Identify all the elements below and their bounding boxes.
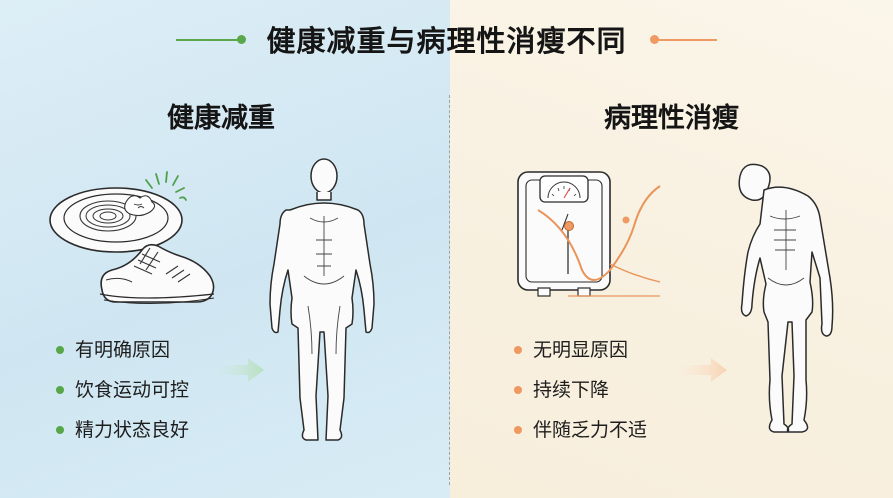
weighing-scale-icon xyxy=(517,171,611,297)
weight-trend-curve-icon xyxy=(537,185,661,297)
list-item: 精力状态良好 xyxy=(56,417,189,457)
freshness-sparkle-icon xyxy=(145,171,187,201)
list-item: 持续下降 xyxy=(514,377,647,417)
list-item: 有明确原因 xyxy=(56,337,189,377)
salad-plate-icon xyxy=(49,187,183,253)
thin-body-figure xyxy=(738,163,834,433)
point-text: 有明确原因 xyxy=(75,339,171,361)
bullet-dot xyxy=(56,426,64,434)
healthy-points-list: 有明确原因 饮食运动可控 精力状态良好 xyxy=(56,337,189,457)
point-text: 持续下降 xyxy=(533,379,610,401)
bullet-dot xyxy=(56,386,64,394)
list-item: 无明显原因 xyxy=(514,337,647,377)
point-text: 无明显原因 xyxy=(533,339,629,361)
point-text: 精力状态良好 xyxy=(75,419,190,441)
pathological-points-list: 无明显原因 持续下降 伴随乏力不适 xyxy=(514,337,647,457)
bullet-dot xyxy=(514,386,522,394)
title-deco-dot-left xyxy=(237,35,246,44)
bullet-dot xyxy=(514,346,522,354)
healthy-panel-background xyxy=(0,0,450,498)
title-deco-dot-right xyxy=(650,35,659,44)
pathological-arrow-icon xyxy=(677,358,727,382)
title-deco-line-right xyxy=(655,39,717,41)
bullet-dot xyxy=(56,346,64,354)
point-text: 伴随乏力不适 xyxy=(533,419,648,441)
title-deco-line-left xyxy=(176,39,238,41)
healthy-body-figure xyxy=(269,158,375,441)
running-shoe-icon xyxy=(99,243,215,305)
panel-divider xyxy=(449,95,450,485)
healthy-heading: 健康减重 xyxy=(167,103,275,134)
list-item: 饮食运动可控 xyxy=(56,377,189,417)
list-item: 伴随乏力不适 xyxy=(514,417,647,457)
page-title: 健康减重与病理性消瘦不同 xyxy=(266,24,627,58)
healthy-arrow-icon xyxy=(214,358,264,382)
point-text: 饮食运动可控 xyxy=(75,379,190,401)
pathological-heading: 病理性消瘦 xyxy=(604,103,739,134)
bullet-dot xyxy=(514,426,522,434)
